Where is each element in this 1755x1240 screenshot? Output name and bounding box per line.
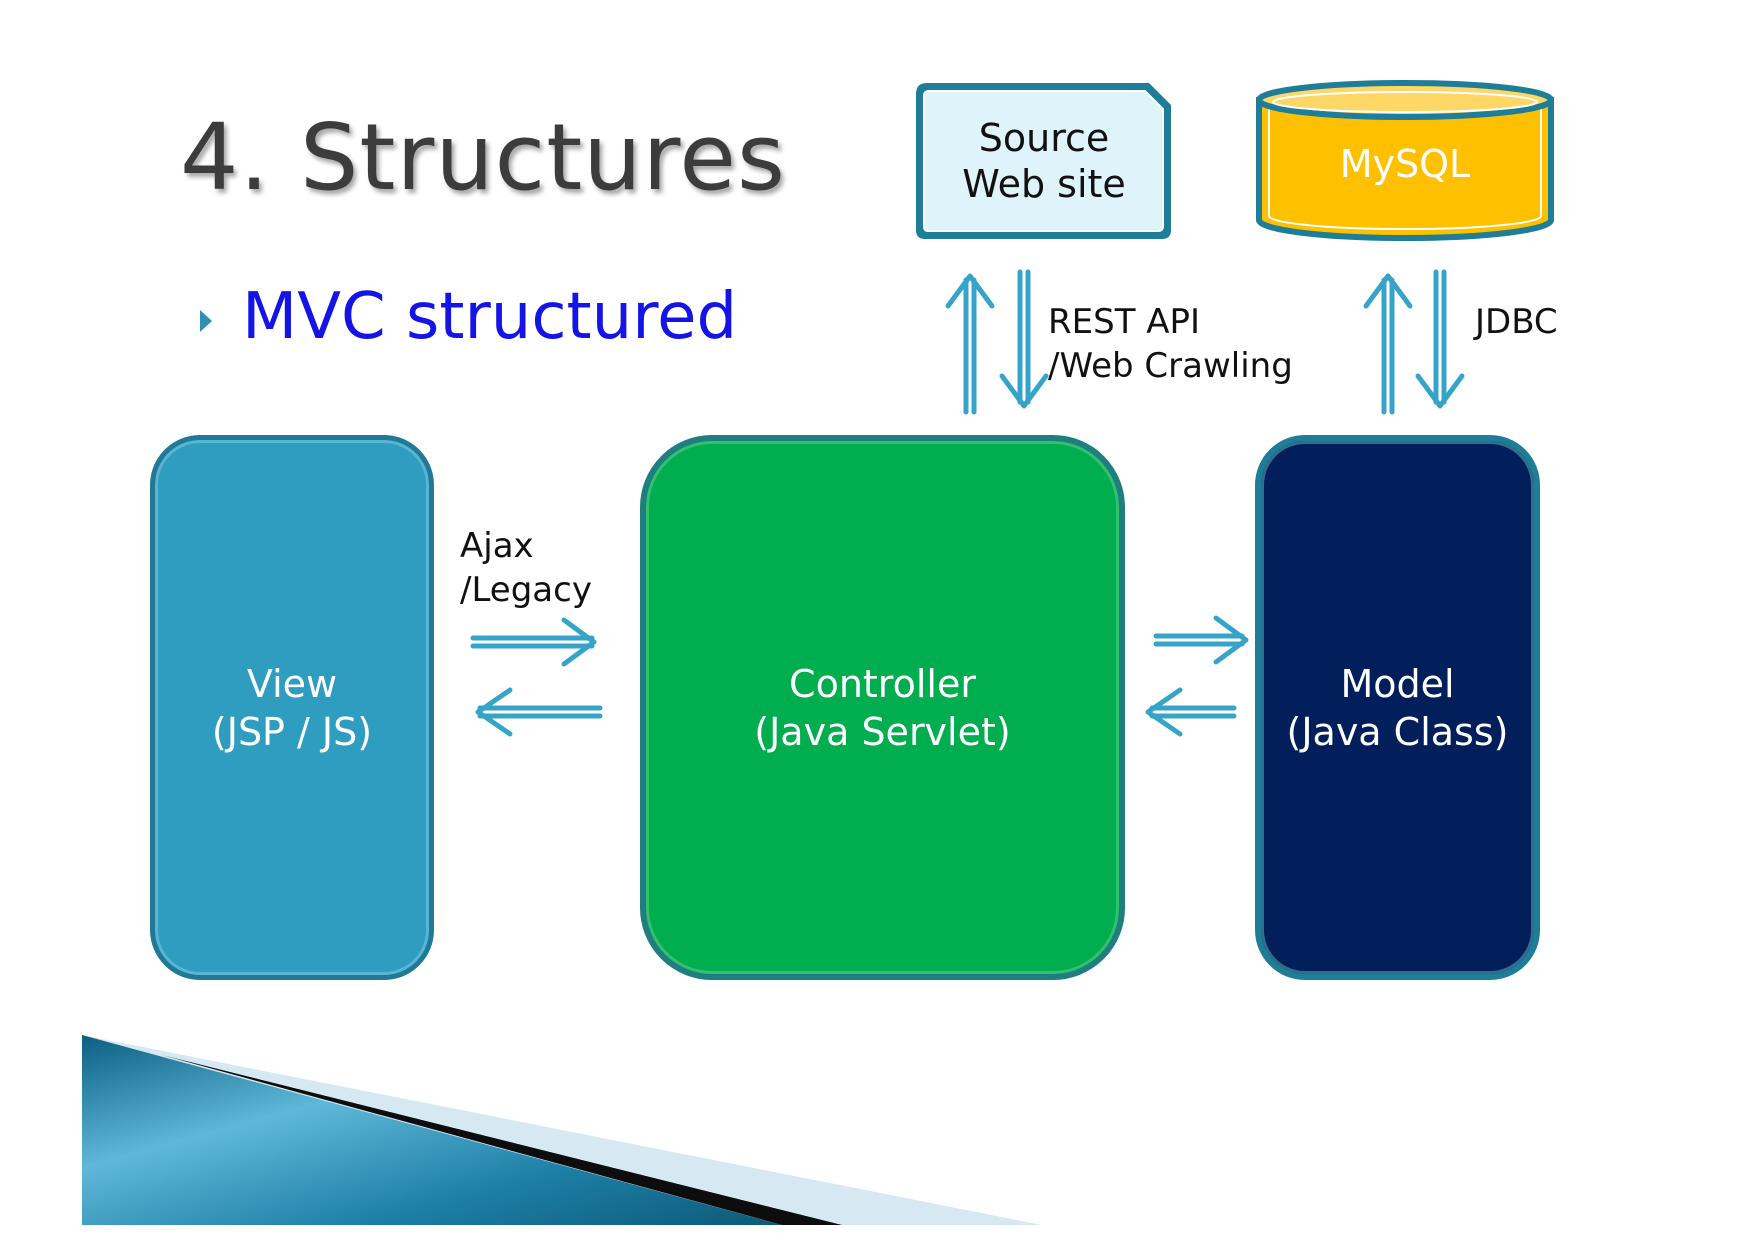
source-website-node: Source Web site <box>913 80 1175 242</box>
arrow-model-to-mysql <box>1363 273 1413 415</box>
arrow-mysql-to-model <box>1415 269 1465 409</box>
source-label-line2: Web site <box>962 162 1126 206</box>
document-shape-icon <box>916 83 1171 239</box>
slide-title: 4. Structures <box>180 104 786 211</box>
bullet-marker-icon <box>200 310 212 332</box>
controller-label-line1: Controller <box>789 661 976 706</box>
edge-label-line2: /Web Crawling <box>1048 346 1293 386</box>
arrow-controller-to-view <box>475 687 603 737</box>
view-node: View (JSP / JS) <box>150 435 434 980</box>
arrow-source-to-controller <box>999 269 1049 409</box>
model-node: Model (Java Class) <box>1255 435 1540 980</box>
mysql-label: MySQL <box>1339 142 1471 186</box>
arrow-model-to-controller <box>1145 687 1237 737</box>
database-cylinder-icon <box>1256 80 1554 241</box>
edge-label-controller-source: REST API /Web Crawling <box>1048 300 1293 388</box>
edge-label-line1: Ajax <box>460 526 534 566</box>
model-label-line2: (Java Class) <box>1286 709 1509 754</box>
controller-label-line2: (Java Servlet) <box>754 709 1011 754</box>
view-label-line1: View <box>246 661 338 706</box>
bullet-text: MVC structured <box>242 280 738 354</box>
source-labels: Source Web site <box>962 115 1126 207</box>
arrow-view-to-controller <box>470 617 597 667</box>
arrow-controller-to-model <box>1153 615 1249 665</box>
source-label-line1: Source <box>978 116 1110 160</box>
edge-label-line1: REST API <box>1048 302 1201 342</box>
arrow-controller-to-source <box>945 273 995 415</box>
mysql-database-node: MySQL <box>1255 80 1555 242</box>
footer-wedge-graphic <box>82 1035 1042 1225</box>
view-label-line2: (JSP / JS) <box>211 709 373 754</box>
edge-label-model-mysql: JDBC <box>1475 302 1558 342</box>
edge-label-view-controller: Ajax /Legacy <box>460 524 592 612</box>
model-label-line1: Model <box>1340 661 1455 706</box>
controller-node: Controller (Java Servlet) <box>640 435 1125 980</box>
edge-label-line2: /Legacy <box>460 570 592 610</box>
